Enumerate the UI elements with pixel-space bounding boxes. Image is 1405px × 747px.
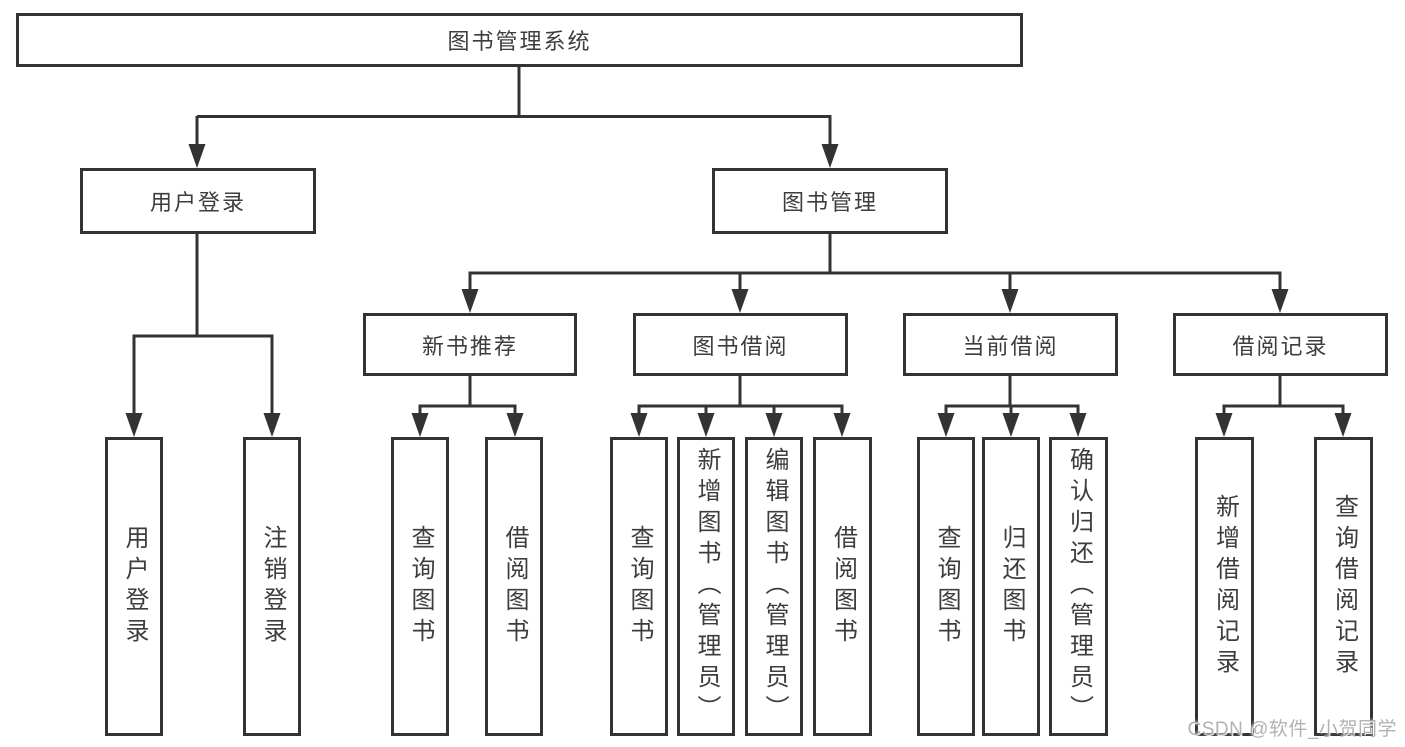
leaf-return-book: 归还图书 xyxy=(982,437,1040,736)
csdn-watermark: CSDN @软件_小贺同学 xyxy=(1187,719,1397,740)
leaf-return-book-label: 归还图书 xyxy=(998,524,1025,649)
leaf-logout: 注销登录 xyxy=(243,437,301,736)
node-book-borrow: 图书借阅 xyxy=(633,313,848,376)
node-book-borrow-label: 图书借阅 xyxy=(692,333,789,359)
leaf-add-book-admin: 新增图书（管理员） xyxy=(677,437,735,736)
node-current-borrow: 当前借阅 xyxy=(903,313,1118,376)
leaf-edit-book-admin: 编辑图书（管理员） xyxy=(745,437,803,736)
node-user-login: 用户登录 xyxy=(80,168,316,234)
node-book-management: 图书管理 xyxy=(712,168,948,234)
node-root-label: 图书管理系统 xyxy=(447,29,592,54)
leaf-borrow-book-recommend: 借阅图书 xyxy=(485,437,543,736)
connector-book-management-children xyxy=(461,234,1289,313)
leaf-confirm-return-admin-label: 确认归还（管理员） xyxy=(1065,447,1093,726)
leaf-query-book-recommend-label: 查询图书 xyxy=(407,524,434,649)
connector-borrow-records-children xyxy=(1215,376,1352,437)
leaf-query-book-recommend: 查询图书 xyxy=(391,437,449,736)
leaf-add-borrow-record-label: 新增借阅记录 xyxy=(1211,493,1239,680)
leaf-edit-book-admin-label: 编辑图书（管理员） xyxy=(761,447,788,726)
connector-root-to-level2 xyxy=(188,67,839,168)
leaf-user-login-label: 用户登录 xyxy=(121,524,148,649)
node-current-borrow-label: 当前借阅 xyxy=(962,333,1059,359)
node-borrow-records-label: 借阅记录 xyxy=(1232,333,1329,359)
leaf-query-book-borrow: 查询图书 xyxy=(610,437,668,736)
leaf-logout-label: 注销登录 xyxy=(259,524,286,649)
leaf-confirm-return-admin: 确认归还（管理员） xyxy=(1049,437,1108,736)
leaf-borrow-book: 借阅图书 xyxy=(813,437,872,736)
leaf-user-login: 用户登录 xyxy=(105,437,163,736)
leaf-query-borrow-record: 查询借阅记录 xyxy=(1314,437,1373,736)
connector-new-book-recommend-children xyxy=(411,376,524,437)
leaf-add-book-admin-label: 新增图书（管理员） xyxy=(693,447,720,726)
node-new-book-recommend: 新书推荐 xyxy=(363,313,577,376)
node-user-login-label: 用户登录 xyxy=(149,190,246,215)
leaf-query-borrow-record-label: 查询借阅记录 xyxy=(1330,493,1358,680)
node-root: 图书管理系统 xyxy=(16,13,1023,67)
connector-book-borrow-children xyxy=(630,376,851,437)
leaf-query-book-current-label: 查询图书 xyxy=(933,524,960,649)
connector-current-borrow-children xyxy=(937,376,1087,437)
node-book-management-label: 图书管理 xyxy=(781,190,878,215)
leaf-query-book-borrow-label: 查询图书 xyxy=(626,524,653,649)
node-new-book-recommend-label: 新书推荐 xyxy=(421,333,518,359)
leaf-borrow-book-recommend-label: 借阅图书 xyxy=(501,524,528,649)
leaf-add-borrow-record: 新增借阅记录 xyxy=(1195,437,1254,736)
connector-user-login-children xyxy=(125,234,281,437)
leaf-query-book-current: 查询图书 xyxy=(917,437,975,736)
node-borrow-records: 借阅记录 xyxy=(1173,313,1388,376)
leaf-borrow-book-label: 借阅图书 xyxy=(829,524,857,649)
